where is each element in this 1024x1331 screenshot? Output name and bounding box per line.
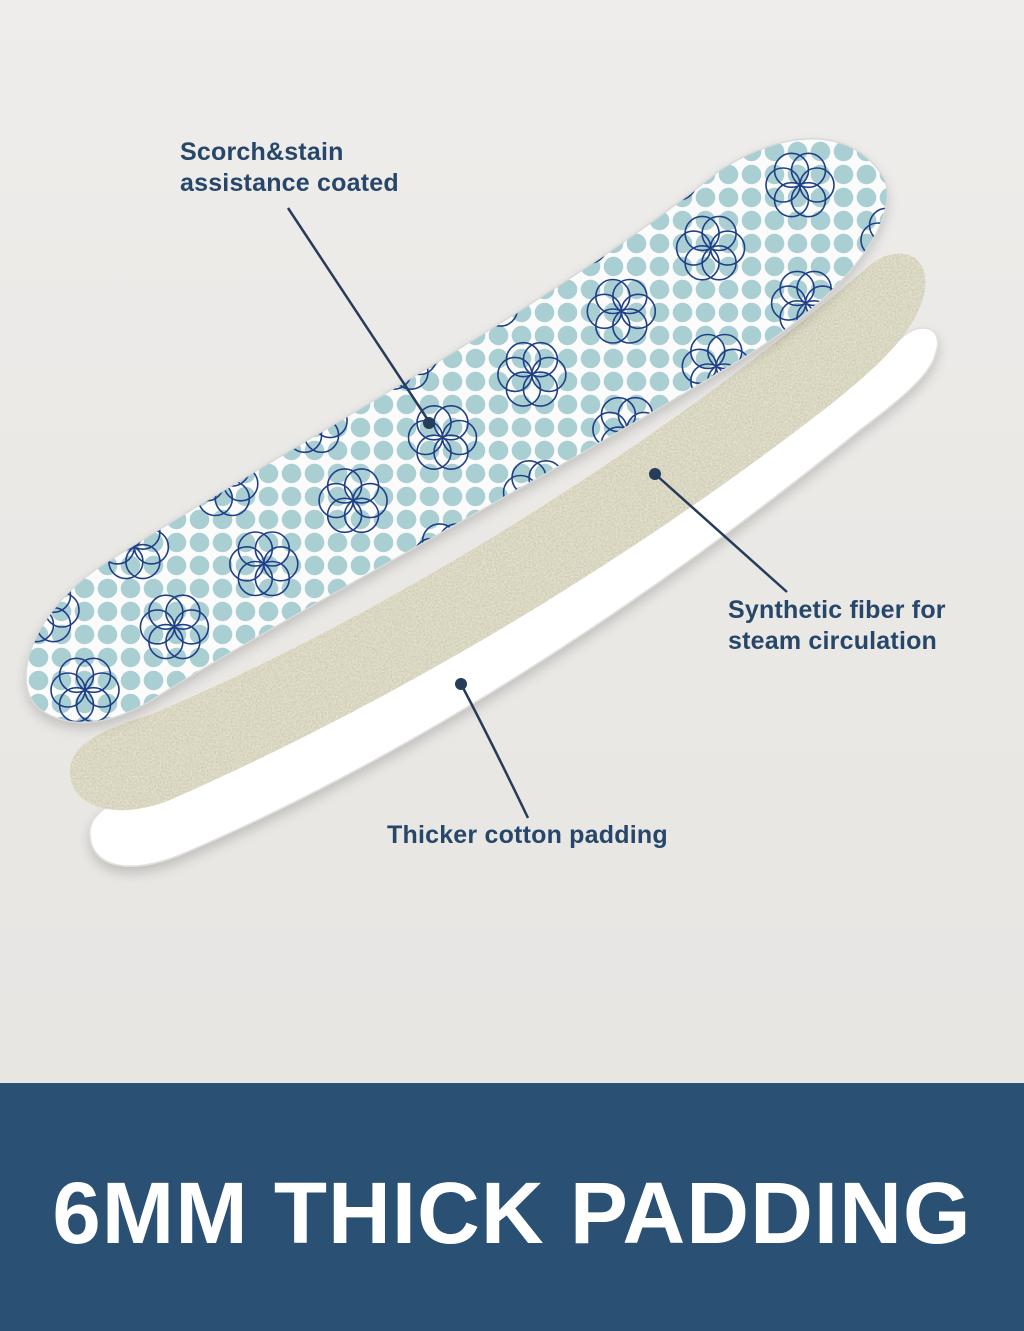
callout-coating-line-2: assistance coated — [180, 169, 399, 197]
product-illustration-area: Scorch&stain assistance coated Synthetic… — [0, 0, 1024, 1083]
ring-flower-motif — [407, 404, 478, 471]
ring-flower-motif — [765, 152, 835, 218]
callout-scorch-stain-coating: Scorch&stain assistance coated — [180, 137, 399, 199]
leader-fiber — [649, 468, 788, 593]
headline-banner: 6MM THICK PADDING — [0, 1083, 1024, 1331]
ring-flower-motif — [318, 468, 388, 534]
leader-dot-cotton — [455, 678, 467, 690]
ring-flower-motif — [229, 531, 299, 597]
ring-flower-motif — [546, 198, 617, 264]
printed-cover-layer — [25, 73, 888, 724]
ring-flower-motif — [497, 341, 567, 407]
ring-flower-motif — [139, 594, 210, 660]
callout-fiber-line-1: Synthetic fiber for — [728, 596, 946, 624]
ironing-board-cover-layers-illustration — [25, 73, 939, 867]
ring-flower-motif — [726, 73, 794, 136]
callout-synthetic-fiber: Synthetic fiber for steam circulation — [728, 595, 946, 657]
callout-cotton-padding: Thicker cotton padding — [387, 820, 668, 851]
callout-cotton-label: Thicker cotton padding — [387, 821, 668, 849]
leader-dot-coating — [423, 417, 435, 429]
banner-title: 6MM THICK PADDING — [52, 1165, 972, 1262]
leader-coating — [286, 207, 435, 429]
ring-flower-motif — [675, 215, 746, 281]
callout-coating-line-1: Scorch&stain — [180, 138, 344, 166]
ring-flower-motif — [586, 278, 657, 344]
ring-flower-motif — [457, 261, 527, 327]
leader-cotton — [455, 678, 530, 819]
leader-dot-fiber — [649, 468, 661, 480]
synthetic-fiber-layer — [69, 253, 926, 811]
callout-fiber-line-2: steam circulation — [728, 627, 938, 655]
